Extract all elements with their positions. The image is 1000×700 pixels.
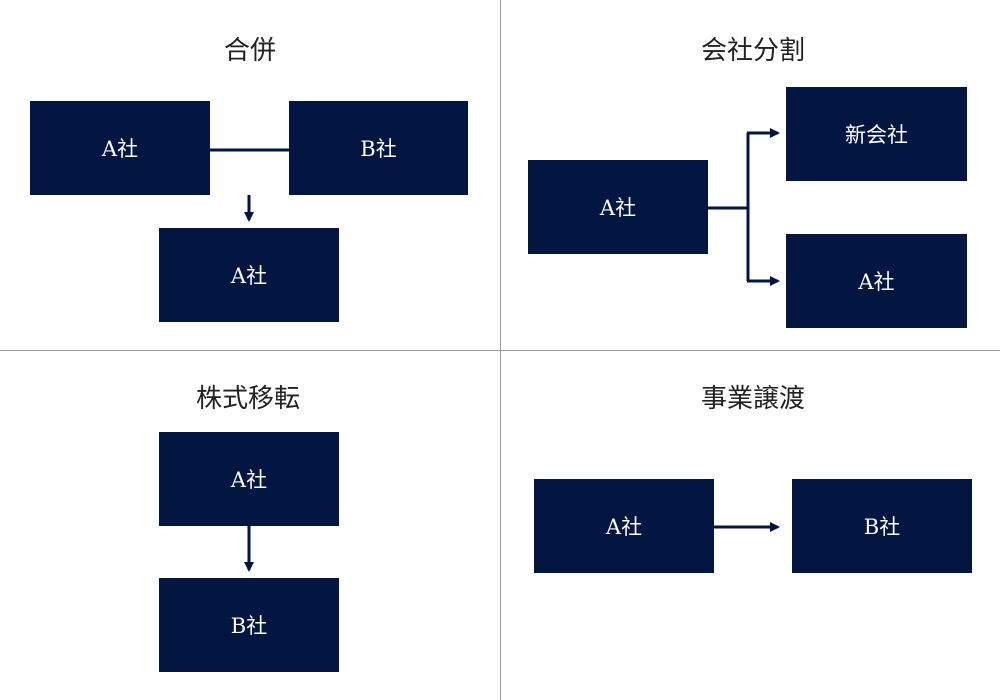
merger-company-b-box: B社 [289,101,468,195]
split-title: 会社分割 [700,36,805,66]
split-source-box: A社 [528,160,708,254]
merger-result-box: A社 [159,228,339,322]
split-new-company-box: 新会社 [786,87,967,181]
business-transfer-company-b-box: B社 [792,479,972,573]
share-transfer-title: 株式移転 [195,384,300,414]
business-transfer-title: 事業譲渡 [700,384,805,414]
merger-title: 合併 [223,36,276,66]
business-transfer-company-a-box: A社 [534,479,714,573]
horizontal-divider [0,350,1000,351]
share-transfer-company-a-box: A社 [159,432,339,526]
share-transfer-company-b-box: B社 [159,578,339,672]
merger-company-a-box: A社 [30,101,210,195]
split-remaining-box: A社 [786,234,967,328]
